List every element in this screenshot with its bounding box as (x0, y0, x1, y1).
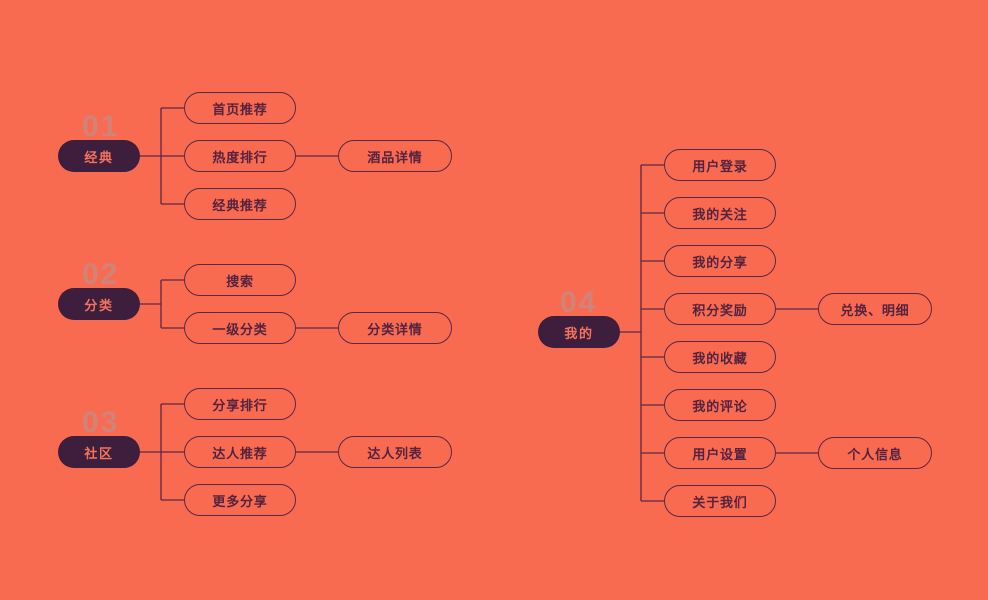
node-label: 兑换、明细 (840, 302, 910, 318)
node-label: 分享排行 (212, 397, 268, 413)
node-label: 搜索 (226, 273, 254, 289)
section-number-04: 04 (560, 286, 598, 319)
node-label: 首页推荐 (212, 101, 268, 117)
leaf-node-n957299929[interactable]: 积分奖励 (664, 293, 776, 325)
detail-node-n1136735253[interactable]: 酒品详情 (338, 140, 452, 172)
node-label: 酒品详情 (367, 149, 423, 165)
detail-node-n1278901055[interactable]: 兑换、明细 (818, 293, 932, 325)
node-label: 社区 (84, 445, 114, 461)
leaf-node-n652194726[interactable]: 分享排行 (184, 388, 296, 420)
node-label: 经典推荐 (212, 197, 268, 213)
root-node-n990211[interactable]: 社区 (58, 436, 140, 468)
node-label: 达人列表 (367, 445, 423, 461)
node-label: 一级分类 (212, 321, 268, 337)
detail-node-n1122768244[interactable]: 达人列表 (338, 436, 452, 468)
node-label: 热度排行 (212, 149, 268, 165)
section-number-03: 03 (82, 406, 120, 439)
leaf-node-n891802778[interactable]: 热度排行 (184, 140, 296, 172)
leaf-node-n833229[interactable]: 搜索 (184, 264, 296, 296)
node-label: 分类 (84, 297, 114, 313)
root-node-n815322[interactable]: 我的 (538, 316, 620, 348)
leaf-node-n784669392[interactable]: 我的评论 (664, 389, 776, 421)
node-label: 关于我们 (692, 494, 748, 510)
leaf-node-n925083408[interactable]: 用户登录 (664, 149, 776, 181)
leaf-node-n784195519[interactable]: 我的分享 (664, 245, 776, 277)
node-label: 个人信息 (847, 446, 903, 462)
node-label: 用户设置 (692, 446, 748, 462)
leaf-node-n633172643[interactable]: 一级分类 (184, 312, 296, 344)
node-label: 更多分享 (212, 493, 268, 509)
node-label: 达人推荐 (212, 445, 268, 461)
detail-node-n622609157[interactable]: 个人信息 (818, 437, 932, 469)
detail-node-n663775259[interactable]: 分类详情 (338, 312, 452, 344)
leaf-node-n647760957[interactable]: 关于我们 (664, 485, 776, 517)
node-label: 分类详情 (367, 321, 423, 337)
leaf-node-n814227730[interactable]: 更多分享 (184, 484, 296, 516)
leaf-node-n1122906347[interactable]: 达人推荐 (184, 436, 296, 468)
leaf-node-n994436984[interactable]: 经典推荐 (184, 188, 296, 220)
root-node-n689532[interactable]: 分类 (58, 288, 140, 320)
node-label: 我的收藏 (692, 350, 748, 366)
node-label: 积分奖励 (692, 302, 748, 318)
leaf-node-n1216118542[interactable]: 首页推荐 (184, 92, 296, 124)
section-number-01: 01 (82, 110, 120, 143)
section-number-02: 02 (82, 258, 120, 291)
node-label: 我的评论 (692, 398, 748, 414)
node-label: 经典 (84, 149, 114, 165)
node-label: 我的关注 (692, 206, 748, 222)
leaf-node-n784198703[interactable]: 我的关注 (664, 197, 776, 229)
leaf-node-n925260358[interactable]: 用户设置 (664, 437, 776, 469)
node-label: 用户登录 (692, 158, 748, 174)
node-label: 我的 (564, 325, 594, 341)
root-node-n1033936[interactable]: 经典 (58, 140, 140, 172)
node-label: 我的分享 (692, 254, 748, 270)
leaf-node-n784361907[interactable]: 我的收藏 (664, 341, 776, 373)
